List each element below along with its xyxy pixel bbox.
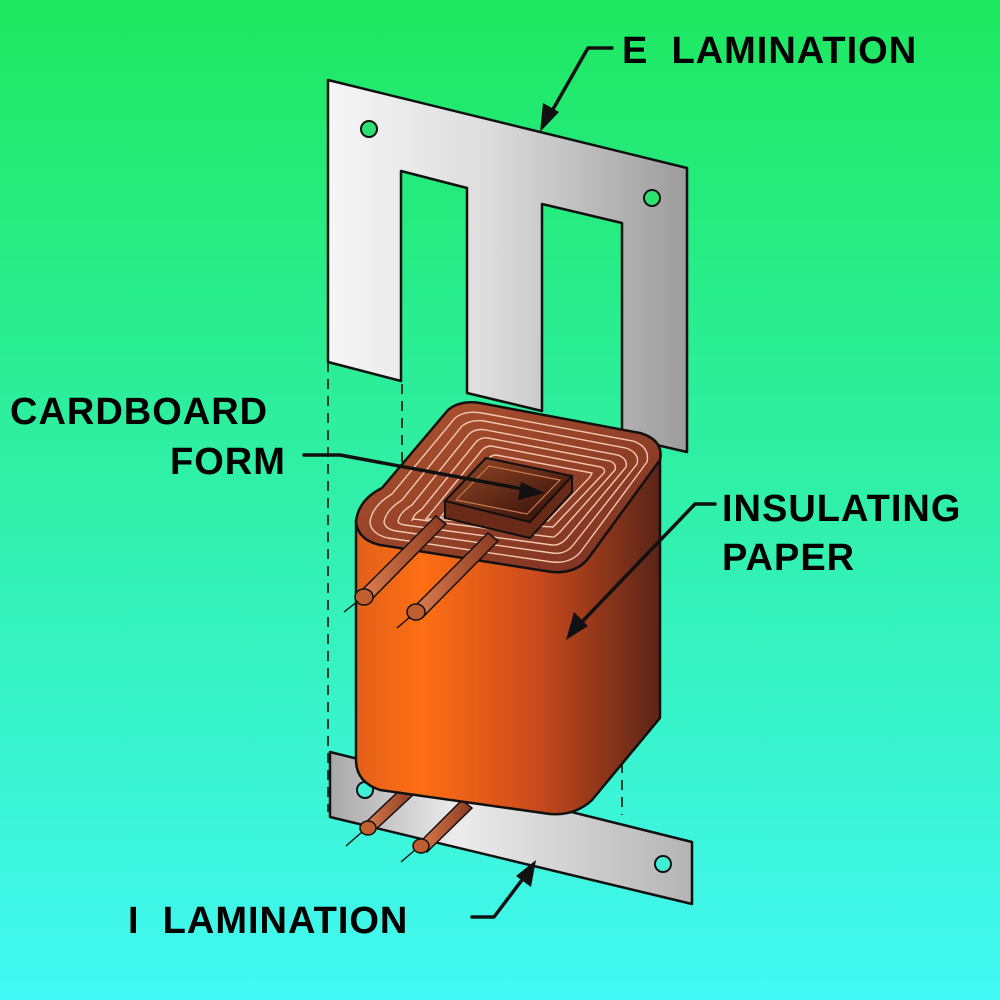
cardboard-form [443,456,574,540]
callout-arrowheads [516,103,588,887]
e-lamination-plate [326,78,689,454]
top-coil-leads [343,514,500,629]
e-lamination-arrowhead [540,103,559,132]
cardboard-form-leader [302,453,530,492]
i-lamination-label: I LAMINATION [128,900,408,942]
insulating-paper-leader [576,502,717,628]
coil-windings [369,411,649,563]
callout-leaders [302,46,717,919]
insulating-paper-arrowhead [566,612,588,640]
e-lamination-label: E LAMINATION [622,30,917,72]
cardboard-form-label-line2: FORM [170,441,286,483]
e-lamination-leader [546,46,614,120]
insulating-paper-label-line2: PAPER [722,537,855,579]
e-lamination-mount-hole [643,189,661,207]
insulating-paper-label-line1: INSULATING [722,488,961,530]
cardboard-form-arrowhead [518,482,545,500]
cardboard-form-label-line1: CARDBOARD [10,391,268,433]
i-lamination-leader [470,870,530,919]
e-lamination-mount-hole [360,120,378,138]
i-lamination-mount-hole [654,855,672,873]
e-lamination [326,78,689,454]
i-lamination-arrowhead [516,860,536,887]
